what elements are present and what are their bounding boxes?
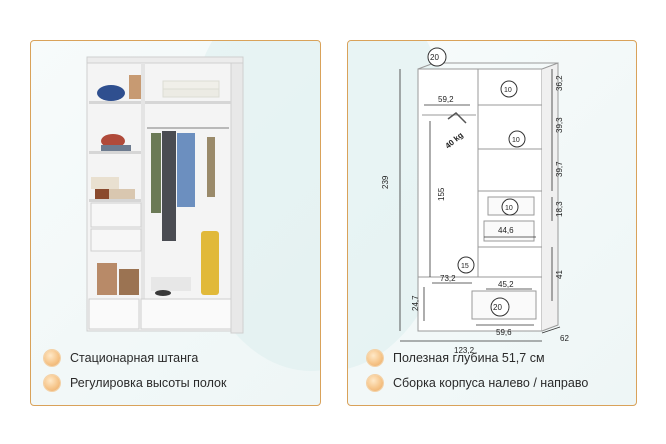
weight-icon-top: 20	[427, 47, 447, 67]
dim-inner-width-top: 59,2	[438, 95, 454, 104]
svg-text:10: 10	[505, 205, 513, 212]
svg-text:10: 10	[512, 137, 520, 144]
svg-text:15: 15	[461, 263, 469, 270]
feature-item: Полезная глубина 51,7 см	[367, 350, 545, 366]
dim-rail-height: 155	[437, 187, 446, 201]
feature-item: Регулировка высоты полок	[44, 375, 226, 391]
dim-bottom-drawer-width: 59,6	[496, 328, 512, 337]
bullet-icon	[44, 350, 60, 366]
feature-label: Полезная глубина 51,7 см	[393, 351, 545, 365]
weight-icon-left-bottom: 15	[457, 256, 475, 274]
weight-icon-bottom-drawer: 20	[490, 297, 510, 317]
bullet-icon	[367, 350, 383, 366]
dim-bottom-left: 24,7	[411, 295, 420, 311]
svg-text:20: 20	[493, 303, 502, 312]
dim-height-total: 239	[381, 175, 390, 189]
feature-label: Стационарная штанга	[70, 351, 199, 365]
dim-top-right: 36,2	[555, 75, 564, 91]
feature-item: Стационарная штанга	[44, 350, 198, 366]
bullet-icon	[367, 375, 383, 391]
weight-icon-mid-right: 10	[508, 130, 526, 148]
dimensions-card: 59,2 239 155 36,2 39,3 39,7 18,3 41 44,6…	[347, 40, 637, 406]
dimensions-diagram: 59,2 239 155 36,2 39,3 39,7 18,3 41 44,6…	[381, 47, 569, 355]
bullet-icon	[44, 375, 60, 391]
dim-total-width: 123,2	[454, 346, 475, 355]
feature-label: Регулировка высоты полок	[70, 376, 227, 390]
svg-text:10: 10	[504, 87, 512, 94]
feature-label: Сборка корпуса налево / направо	[393, 376, 589, 390]
product-photo-card	[30, 40, 321, 406]
weight-icon-top-right: 10	[500, 80, 518, 98]
dim-lower-right-width: 45,2	[498, 280, 514, 289]
dim-lower-right: 41	[555, 270, 564, 279]
dim-drawer-width: 44,6	[498, 226, 514, 235]
dim-depth: 62	[560, 334, 569, 343]
dim-lower-left-width: 73,2	[440, 274, 456, 283]
hanger-icon	[447, 112, 467, 124]
feature-item: Сборка корпуса налево / направо	[367, 375, 588, 391]
weight-icon-drawer: 10	[501, 198, 519, 216]
dim-shelf-2: 39,7	[555, 161, 564, 177]
wardrobe-illustration	[86, 56, 244, 334]
dim-drawer-height: 18,3	[555, 201, 564, 217]
dim-shelf-1: 39,3	[555, 117, 564, 133]
svg-text:20: 20	[430, 53, 439, 62]
